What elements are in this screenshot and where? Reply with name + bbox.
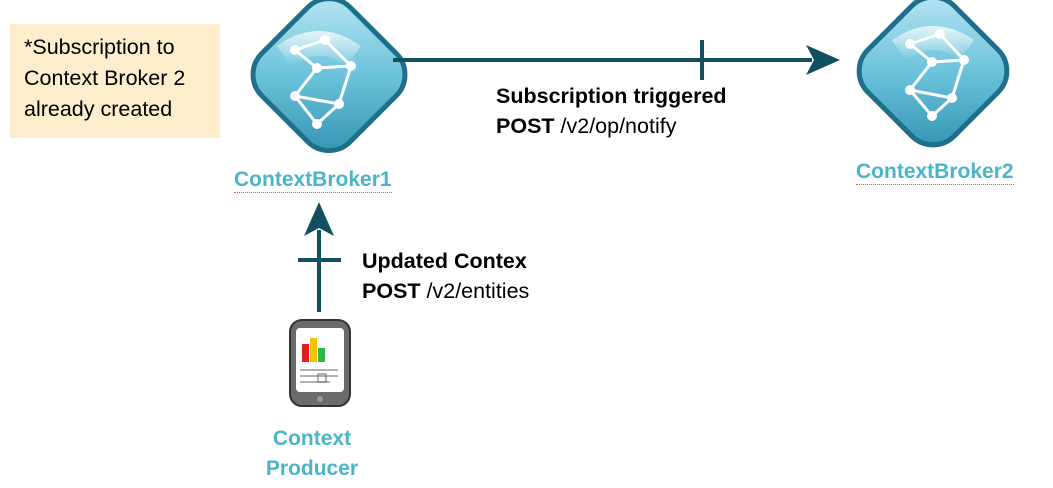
update-title: Updated Contex (362, 249, 527, 273)
producer-name-line-1: Context (272, 427, 352, 450)
update-path: /v2/entities (420, 279, 530, 303)
producer-name-line-2: Producer (265, 457, 359, 480)
producer-label: Context Producer (232, 424, 392, 484)
notify-edge-label: Subscription triggered POST /v2/op/notif… (496, 81, 727, 141)
broker2-name: ContextBroker2 (856, 160, 1014, 185)
context-broker-2-icon (856, 0, 1010, 148)
note-line-2: Context Broker 2 (24, 66, 186, 90)
notify-title: Subscription triggered (496, 84, 727, 108)
notify-arrow (393, 40, 840, 80)
update-edge-label: Updated Contex POST /v2/entities (362, 246, 529, 306)
broker2-label: ContextBroker2 (856, 160, 1014, 185)
update-method: POST (362, 279, 421, 303)
note-line-1: *Subscription to (24, 35, 175, 59)
note-box: *Subscription to Context Broker 2 alread… (10, 24, 220, 138)
tablet-icon (289, 319, 351, 407)
update-arrow (298, 202, 341, 312)
context-broker-1-icon (250, 0, 408, 154)
broker1-name: ContextBroker1 (234, 168, 392, 193)
notify-path: /v2/op/notify (554, 114, 677, 138)
note-line-3: already created (24, 97, 173, 121)
notify-method: POST (496, 114, 555, 138)
broker1-label: ContextBroker1 (234, 168, 392, 193)
